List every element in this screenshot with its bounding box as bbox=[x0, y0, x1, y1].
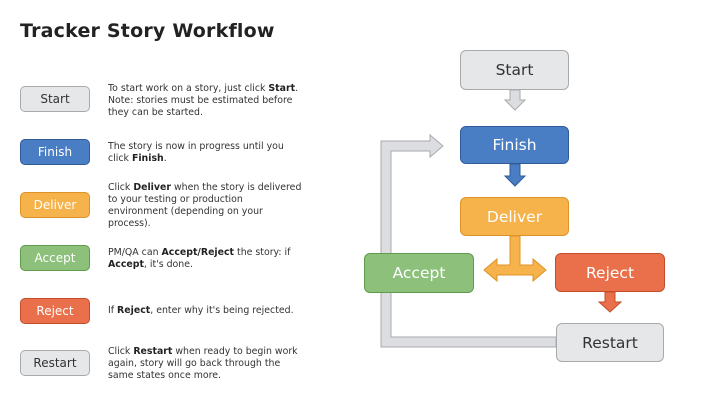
finish-to-deliver-arrow bbox=[503, 163, 527, 187]
legend-reject-description: If Reject, enter why it's being rejected… bbox=[108, 305, 304, 317]
legend-finish-button: Finish bbox=[20, 139, 90, 165]
legend-deliver-description: Click Deliver when the story is delivere… bbox=[108, 182, 304, 230]
legend-description-text: The story is now in progress until you c… bbox=[108, 141, 284, 164]
legend-description-text: Deliver bbox=[133, 182, 171, 193]
legend-restart-button: Restart bbox=[20, 350, 90, 376]
legend-description-text: the story: if bbox=[234, 247, 291, 258]
legend-restart-description: Click Restart when ready to begin work a… bbox=[108, 346, 304, 382]
legend-description-text: Click bbox=[108, 346, 134, 357]
legend-deliver-button: Deliver bbox=[20, 192, 90, 218]
legend-reject-button: Reject bbox=[20, 298, 90, 324]
legend-start-label: Start bbox=[40, 92, 70, 106]
legend-description-text: PM/QA can bbox=[108, 247, 162, 258]
deliver-to-accept-reject-arrow bbox=[483, 235, 547, 283]
legend-accept-button: Accept bbox=[20, 245, 90, 271]
flow-deliver-node: Deliver bbox=[460, 197, 569, 236]
legend-start-button: Start bbox=[20, 86, 90, 112]
legend-description-text: Reject bbox=[117, 305, 151, 316]
start-to-finish-arrow bbox=[503, 89, 527, 111]
legend-deliver-label: Deliver bbox=[33, 198, 77, 212]
legend-description-text: Click bbox=[108, 182, 134, 193]
flow-start-node: Start bbox=[460, 50, 569, 90]
legend-description-text: when the story is delivered to your test… bbox=[108, 182, 302, 229]
flow-restart-label: Restart bbox=[582, 333, 638, 352]
legend-description-text: Finish bbox=[131, 153, 164, 164]
legend-description-text: Accept/Reject bbox=[161, 247, 235, 258]
legend-description-text: , it's done. bbox=[143, 259, 193, 270]
flow-accept-node: Accept bbox=[364, 253, 474, 293]
legend-description-text: Restart bbox=[133, 346, 173, 357]
legend-description-text: Start bbox=[268, 83, 296, 94]
legend-start-description: To start work on a story, just click Sta… bbox=[108, 83, 304, 119]
flow-start-label: Start bbox=[495, 61, 534, 79]
legend-finish-label: Finish bbox=[37, 145, 73, 159]
flow-finish-label: Finish bbox=[492, 136, 537, 154]
restart-to-finish-loop-arrow bbox=[380, 133, 557, 348]
legend-description-text: Accept bbox=[108, 259, 144, 270]
legend-description-text: To start work on a story, just click bbox=[108, 83, 269, 94]
legend-description-text: . Note: stories must be estimated before… bbox=[108, 83, 299, 118]
flow-reject-label: Reject bbox=[585, 263, 635, 282]
flow-deliver-label: Deliver bbox=[486, 207, 543, 226]
legend-accept-label: Accept bbox=[34, 251, 76, 265]
legend-reject-label: Reject bbox=[36, 304, 74, 318]
legend-description-text: when ready to begin work again, story wi… bbox=[108, 346, 298, 381]
legend-description-text: , enter why it's being rejected. bbox=[150, 305, 294, 316]
flow-accept-label: Accept bbox=[392, 264, 446, 282]
flow-finish-node: Finish bbox=[460, 126, 569, 164]
legend-finish-description: The story is now in progress until you c… bbox=[108, 141, 304, 165]
page-title: Tracker Story Workflow bbox=[20, 20, 275, 42]
flow-restart-node: Restart bbox=[556, 323, 664, 362]
flow-reject-node: Reject bbox=[555, 253, 665, 292]
reject-to-restart-arrow bbox=[597, 291, 623, 313]
legend-accept-description: PM/QA can Accept/Reject the story: if Ac… bbox=[108, 247, 304, 271]
legend-description-text: If bbox=[108, 305, 118, 316]
legend-description-text: . bbox=[163, 153, 167, 164]
legend-restart-label: Restart bbox=[33, 356, 77, 370]
